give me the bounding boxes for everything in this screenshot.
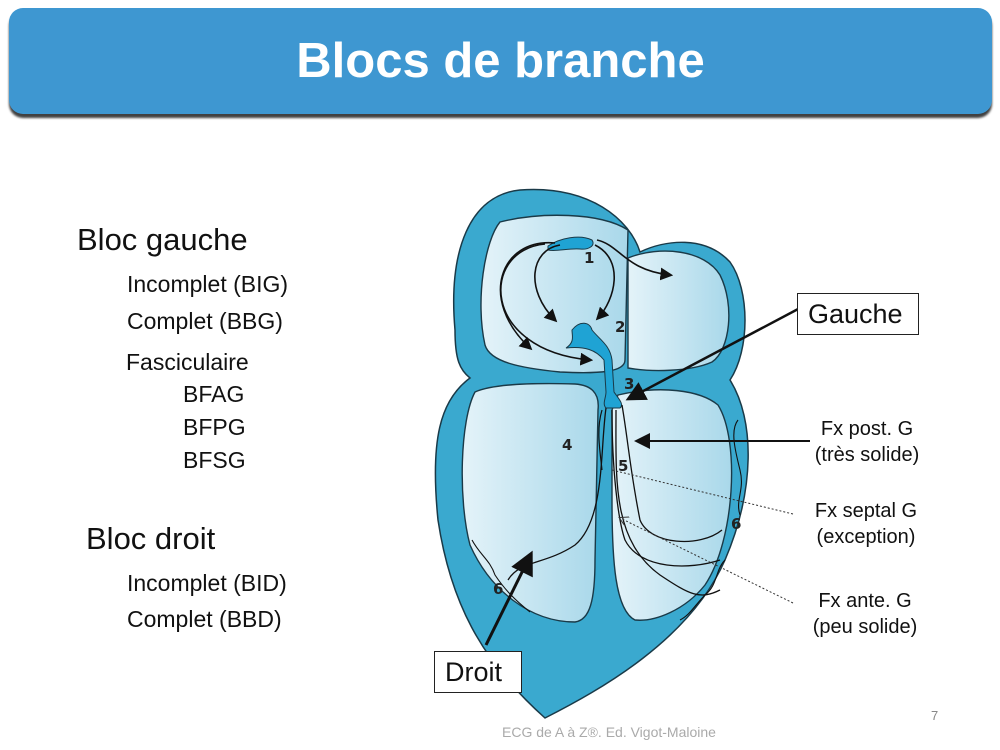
droit-callout: Droit	[434, 651, 522, 693]
fx-post-line1: Fx post. G	[820, 418, 914, 440]
bloc-droit-item: Complet (BBD)	[127, 606, 282, 632]
fx-ante-label: Fx ante. G (peu solide)	[795, 588, 935, 640]
gauche-arrow	[625, 306, 801, 401]
fasciculaire-item: BFSG	[183, 447, 246, 473]
fasciculaire-item: BFAG	[183, 381, 245, 407]
bloc-gauche-item: Incomplet (BIG)	[127, 271, 289, 297]
label-number-4: 4	[562, 436, 572, 454]
his-bundle	[565, 322, 623, 409]
label-number-1: 1	[584, 249, 594, 267]
label-number-3: 3	[624, 375, 634, 393]
bloc-gauche-heading: Bloc gauche	[77, 222, 248, 257]
title-bar: Blocs de branche	[9, 8, 992, 114]
ventricle-right	[461, 382, 599, 623]
droit-arrow	[484, 550, 533, 646]
gauche-callout-text: Gauche	[808, 298, 903, 329]
fx-septal-line2: (exception)	[816, 526, 916, 548]
ventricle-left	[611, 389, 733, 621]
footer-credit: ECG de A à Z®. Ed. Vigot-Maloine	[502, 724, 716, 740]
fx-post-label: Fx post. G (très solide)	[797, 416, 937, 468]
page-number: 7	[931, 708, 939, 723]
fx-septal-label: Fx septal G (exception)	[796, 498, 936, 550]
gauche-callout: Gauche	[797, 293, 919, 335]
fx-septal-pointer	[611, 469, 794, 515]
droit-callout-text: Droit	[445, 656, 503, 687]
label-number-6: 6	[493, 580, 503, 598]
label-number-6: 6	[731, 515, 741, 533]
sinus-node	[547, 236, 594, 252]
fx-ante-line1: Fx ante. G	[818, 590, 912, 612]
slide-title: Blocs de branche	[296, 34, 705, 88]
atrium-left	[627, 250, 730, 372]
fx-septal-line1: Fx septal G	[814, 500, 918, 522]
fx-ante-pointer	[620, 518, 794, 604]
fx-ante-line2: (peu solide)	[812, 616, 918, 638]
bloc-droit-item: Incomplet (BID)	[127, 570, 287, 596]
fasciculaire-heading: Fasciculaire	[126, 349, 249, 375]
label-number-2: 2	[615, 318, 625, 336]
label-number-5: 5	[618, 457, 628, 475]
fx-post-line2: (très solide)	[814, 444, 920, 466]
bloc-droit-heading: Bloc droit	[86, 521, 216, 556]
bloc-gauche-item: Complet (BBG)	[127, 308, 283, 334]
fasciculaire-item: BFPG	[183, 414, 246, 440]
